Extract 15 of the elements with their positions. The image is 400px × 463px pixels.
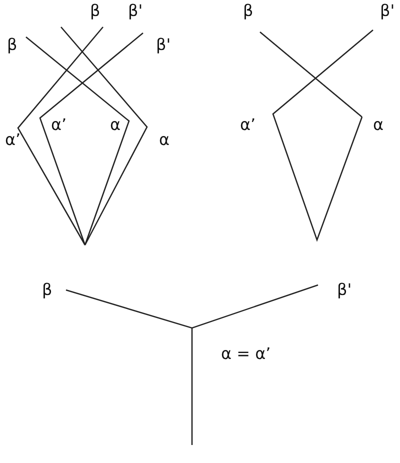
phase-label: α = α’ bbox=[221, 345, 271, 363]
phase-label: β bbox=[7, 36, 18, 54]
phase-label: β' bbox=[128, 2, 143, 20]
phase-label: β bbox=[90, 2, 100, 20]
phase-label: α’ bbox=[5, 131, 21, 149]
phase-label: β bbox=[42, 281, 52, 299]
phase-label: β' bbox=[380, 2, 395, 20]
phase-label: β' bbox=[156, 36, 171, 54]
phase-label: β' bbox=[337, 281, 352, 299]
phase-label: α bbox=[373, 116, 384, 134]
phase-label: α bbox=[110, 116, 121, 134]
phase-label: β bbox=[243, 2, 254, 20]
phase-label: α’ bbox=[51, 116, 67, 134]
phase-label: α bbox=[159, 131, 170, 149]
phase-label: α’ bbox=[240, 116, 256, 134]
